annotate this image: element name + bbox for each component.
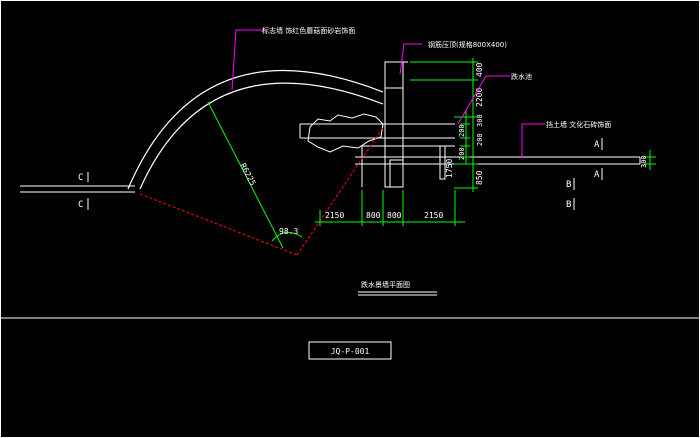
right-dimension-lines (410, 58, 478, 192)
dim-bottom-4: 2150 (424, 211, 443, 220)
callout-arc-wall: 标志墙 饰红色蘑菇面砂岩饰面 (262, 26, 355, 35)
section-mark-c-upper: C (78, 173, 83, 183)
section-mark-b-lower: B (566, 200, 571, 210)
ground-lines (20, 156, 641, 193)
dim-inner-2: 200 (458, 124, 466, 137)
angle-label: 98.3 (279, 227, 298, 236)
section-mark-a-upper: A (594, 140, 600, 150)
section-marks: C C A A B B (78, 138, 603, 210)
dim-inner-1: 300 (476, 114, 484, 127)
arc-wall (127, 69, 384, 190)
far-right-dimension (644, 150, 656, 170)
dim-bottom-1: 2150 (325, 211, 344, 220)
callout-leaders (231, 29, 545, 158)
drawing-number: JQ-P-001 (331, 347, 370, 356)
section-mark-b-upper: B (566, 180, 571, 190)
angle-arc (271, 231, 303, 242)
dim-bottom-2: 800 (366, 211, 381, 220)
dim-far-right: 300 (640, 155, 648, 168)
radius-line (207, 101, 284, 249)
callout-water-wall: 跌水池 (511, 72, 532, 81)
construction-lines (139, 125, 385, 256)
dim-inner-3: 200 (476, 133, 484, 146)
dim-right-2: 2200 (475, 88, 484, 107)
drawing-number-box (308, 341, 392, 360)
section-mark-a-lower: A (594, 170, 600, 180)
callout-top-cap: 钢筋压顶(规格800X400) (428, 40, 507, 49)
dim-right-3: 1750 (445, 159, 454, 178)
dim-right-4: 850 (475, 170, 484, 185)
callout-retaining-wall: 挡土墙 文化石砖饰面 (546, 120, 611, 129)
dim-inner-4: 200 (458, 147, 466, 160)
dim-bottom-3: 800 (387, 211, 402, 220)
plan-title: 跌水景墙平面图 (361, 280, 410, 289)
radius-label: R6225 (238, 162, 257, 188)
dim-right-1: 400 (475, 62, 484, 77)
rock-outline (307, 113, 384, 153)
bottom-dimension-lines (315, 190, 465, 226)
section-mark-c-lower: C (78, 200, 83, 210)
water-trough (299, 123, 455, 187)
